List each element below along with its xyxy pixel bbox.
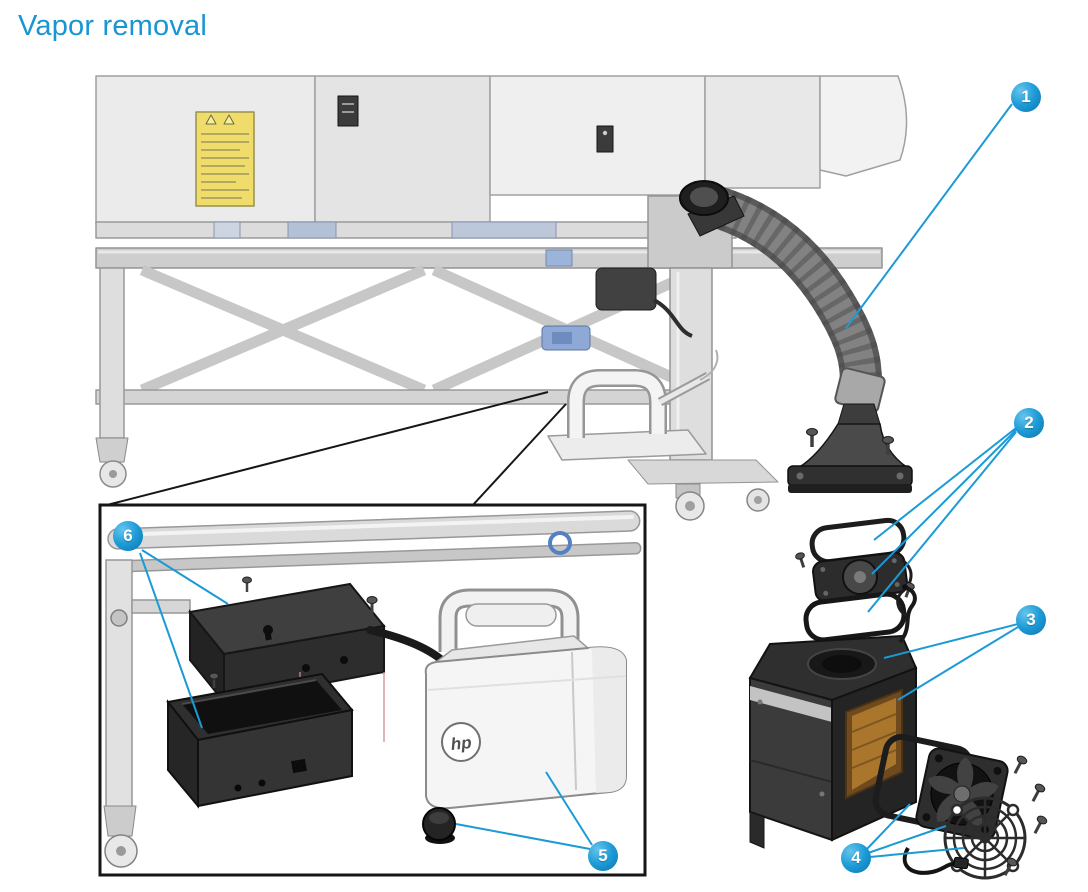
screw [1033, 815, 1048, 834]
leader-6b [139, 552, 203, 729]
leader-4c [869, 847, 965, 858]
screw [882, 436, 894, 455]
leader-lines [139, 103, 1019, 858]
screw [795, 552, 806, 568]
vapor-removal-box [748, 584, 918, 849]
gasket-bottom [803, 591, 907, 643]
blue-clip [548, 531, 572, 555]
fan-plate [812, 551, 908, 603]
callout-2-gaskets: 2 [1014, 408, 1044, 438]
gasket-stack [795, 517, 915, 643]
leader-6a [141, 549, 229, 605]
magnifier-lines [102, 391, 567, 507]
hp-logo-text: hp [450, 733, 473, 754]
callout-3-vapor-box: 3 [1016, 605, 1046, 635]
leader-2c [867, 431, 1017, 613]
screw [806, 428, 818, 447]
container-cap [422, 807, 456, 844]
duct-base-flange [787, 403, 913, 493]
leader-4a [865, 803, 911, 851]
container-grip [465, 603, 557, 627]
leader-3a [883, 623, 1019, 659]
screw [366, 596, 378, 615]
top-beam [95, 221, 737, 239]
screw [209, 672, 219, 688]
printer-rear-illustration [95, 75, 908, 521]
screw [242, 576, 252, 592]
warning-label [195, 111, 255, 207]
leader-1 [845, 103, 1013, 329]
box-wire [898, 586, 917, 644]
callout-4-fan: 4 [841, 843, 871, 873]
callout-5-container: 5 [588, 841, 618, 871]
leader-5a [455, 823, 591, 850]
vapor-removal-duct [679, 180, 886, 413]
callout-6-brackets: 6 [113, 521, 143, 551]
left-leg [95, 267, 129, 488]
duct-elbow [679, 180, 745, 237]
callout-1-duct: 1 [1011, 82, 1041, 112]
leader-3b [897, 626, 1019, 701]
screw [1031, 783, 1046, 802]
inset-leg [103, 559, 191, 868]
leader-5b [545, 771, 593, 846]
box-silver-strip [750, 686, 832, 722]
collector-handle [547, 349, 719, 461]
fan-connector [953, 856, 969, 870]
blue-clamp [541, 325, 591, 351]
page-title: Vapor removal [18, 10, 208, 42]
condensation-container: hp [424, 588, 627, 810]
lower-rail [95, 389, 709, 405]
rear-connector-labels [337, 95, 614, 153]
detail-inset: hp [98, 503, 647, 877]
hp-logo: hp [441, 722, 481, 762]
motor-cable [652, 298, 693, 338]
lower-tray [166, 672, 354, 809]
screw [1013, 755, 1028, 774]
leader-2b [871, 429, 1017, 575]
inset-rails [107, 510, 642, 573]
right-stand [627, 195, 779, 521]
right-end-cap [819, 75, 908, 177]
fan-cable [902, 847, 959, 875]
leader-4b [867, 825, 947, 854]
screw [1003, 857, 1018, 876]
leader-2a [873, 427, 1017, 541]
fan-assembly [872, 733, 1048, 880]
gasket-wire [896, 558, 913, 618]
fan-grille [943, 796, 1027, 880]
upper-bracket [188, 582, 386, 705]
motor-block [595, 267, 657, 311]
